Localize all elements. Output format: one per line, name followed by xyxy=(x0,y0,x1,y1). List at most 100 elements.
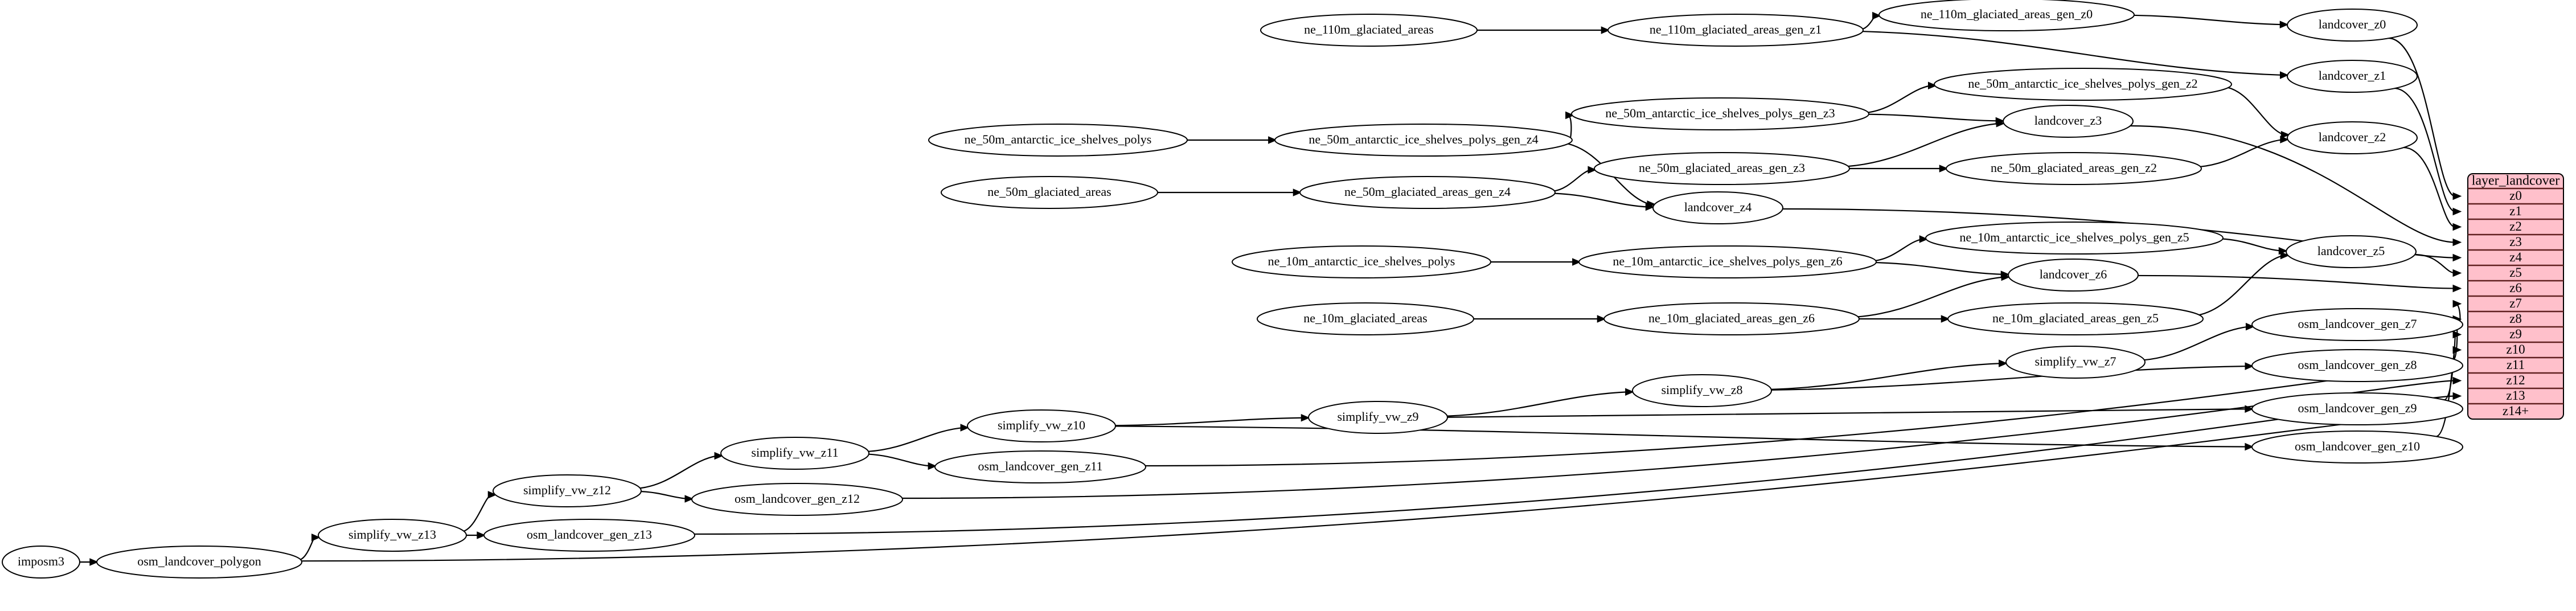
table-row-z14+[interactable]: z14+ xyxy=(2503,404,2529,418)
node-shape xyxy=(720,437,869,470)
node-ne_110m_glaciated_areas_gen_z1[interactable]: ne_110m_glaciated_areas_gen_z1 xyxy=(1607,14,1864,47)
edge-ne_50m_glaciated_areas-to-ne_50m_glaciated_areas_gen_z4 xyxy=(1156,188,1302,196)
table-row-z0[interactable]: z0 xyxy=(2509,188,2522,203)
node-simplify_vw_z13[interactable]: simplify_vw_z13 xyxy=(318,519,467,552)
node-ne_10m_antarctic_ice_shelves_polys[interactable]: ne_10m_antarctic_ice_shelves_polys xyxy=(1232,245,1491,278)
node-shape xyxy=(1308,401,1448,434)
edge-ne_110m_glaciated_areas_gen_z1-to-ne_110m_glaciated_areas_gen_z0 xyxy=(1861,11,1881,30)
node-shape xyxy=(318,519,467,552)
node-ne_50m_antarctic_ice_shelves_polys_gen_z3[interactable]: ne_50m_antarctic_ice_shelves_polys_gen_z… xyxy=(1571,97,1869,130)
node-shape xyxy=(1232,245,1491,278)
node-osm_landcover_gen_z10[interactable]: osm_landcover_gen_z10 xyxy=(2251,430,2463,464)
node-ne_10m_glaciated_areas_gen_z6[interactable]: ne_10m_glaciated_areas_gen_z6 xyxy=(1603,302,1860,335)
layer-landcover-table[interactable]: layer_landcoverz0z1z2z3z4z5z6z7z8z9z10z1… xyxy=(2467,173,2564,420)
node-simplify_vw_z9[interactable]: simplify_vw_z9 xyxy=(1308,401,1448,434)
node-label: osm_landcover_gen_z7 xyxy=(2298,317,2417,331)
node-landcover_z0[interactable]: landcover_z0 xyxy=(2287,9,2418,42)
table-row-z12[interactable]: z12 xyxy=(2506,373,2525,387)
edge-arrowhead-icon xyxy=(477,531,486,539)
table-row-z2[interactable]: z2 xyxy=(2509,219,2522,233)
edge-arrowhead-icon xyxy=(1996,119,2005,128)
edge-arrowhead-icon xyxy=(2452,223,2462,231)
node-osm_landcover_polygon[interactable]: osm_landcover_polygon xyxy=(96,546,302,579)
edge-landcover_z3-to-layer_landcover.z3 xyxy=(2130,125,2462,247)
node-simplify_vw_z11[interactable]: simplify_vw_z11 xyxy=(720,437,869,470)
edge-line xyxy=(640,490,688,500)
node-label: simplify_vw_z11 xyxy=(751,445,838,460)
node-ne_50m_antarctic_ice_shelves_polys_gen_z4[interactable]: ne_50m_antarctic_ice_shelves_polys_gen_z… xyxy=(1274,124,1573,157)
node-ne_50m_glaciated_areas[interactable]: ne_50m_glaciated_areas xyxy=(941,176,1158,209)
node-simplify_vw_z8[interactable]: simplify_vw_z8 xyxy=(1632,374,1772,407)
edge-line xyxy=(2137,274,2456,289)
node-simplify_vw_z10[interactable]: simplify_vw_z10 xyxy=(967,409,1116,442)
node-ne_50m_glaciated_areas_gen_z2[interactable]: ne_50m_glaciated_areas_gen_z2 xyxy=(1946,152,2202,185)
node-landcover_z1[interactable]: landcover_z1 xyxy=(2287,60,2418,93)
edge-arrowhead-icon xyxy=(2452,284,2462,293)
edge-line xyxy=(2221,238,2282,252)
table-row-z6[interactable]: z6 xyxy=(2509,281,2522,295)
edge-simplify_vw_z8-to-osm_landcover_gen_z8 xyxy=(1770,362,2254,391)
edge-line xyxy=(1874,238,1923,262)
table-row-z5[interactable]: z5 xyxy=(2509,265,2522,280)
node-ne_10m_antarctic_ice_shelves_polys_gen_z5[interactable]: ne_10m_antarctic_ice_shelves_polys_gen_z… xyxy=(1925,222,2224,255)
edge-ne_50m_antarctic_ice_shelves_polys_gen_z3-to-ne_50m_antarctic_ice_shelves_polys_gen_z2 xyxy=(1867,81,1937,113)
table-row-z3[interactable]: z3 xyxy=(2509,235,2522,249)
node-ne_110m_glaciated_areas[interactable]: ne_110m_glaciated_areas xyxy=(1260,14,1478,47)
node-ne_50m_antarctic_ice_shelves_polys[interactable]: ne_50m_antarctic_ice_shelves_polys xyxy=(928,124,1188,157)
node-shape xyxy=(1571,97,1869,130)
node-landcover_z4[interactable]: landcover_z4 xyxy=(1652,191,1783,224)
table-row-z8[interactable]: z8 xyxy=(2509,311,2522,326)
node-label: ne_110m_glaciated_areas xyxy=(1304,22,1434,36)
table-row-z13[interactable]: z13 xyxy=(2506,388,2525,403)
node-shape xyxy=(2287,121,2418,154)
node-simplify_vw_z12[interactable]: simplify_vw_z12 xyxy=(493,474,642,507)
node-osm_landcover_gen_z13[interactable]: osm_landcover_gen_z13 xyxy=(483,519,695,552)
node-ne_110m_glaciated_areas_gen_z0[interactable]: ne_110m_glaciated_areas_gen_z0 xyxy=(1878,0,2135,31)
node-ne_10m_glaciated_areas_gen_z5[interactable]: ne_10m_glaciated_areas_gen_z5 xyxy=(1947,302,2204,335)
node-landcover_z2[interactable]: landcover_z2 xyxy=(2287,121,2418,154)
node-label: landcover_z0 xyxy=(2319,17,2386,31)
edge-arrowhead-icon xyxy=(2452,192,2462,200)
table-row-z7[interactable]: z7 xyxy=(2509,296,2522,310)
table-row-z1[interactable]: z1 xyxy=(2509,204,2522,218)
node-shape xyxy=(1934,68,2232,101)
node-ne_10m_antarctic_ice_shelves_polys_gen_z6[interactable]: ne_10m_antarctic_ice_shelves_polys_gen_z… xyxy=(1578,245,1877,278)
table-row-z10[interactable]: z10 xyxy=(2506,342,2525,356)
node-shape xyxy=(1632,374,1772,407)
node-landcover_z6[interactable]: landcover_z6 xyxy=(2008,259,2139,292)
edge-arrowhead-icon xyxy=(1588,166,1597,174)
node-osm_landcover_gen_z11[interactable]: osm_landcover_gen_z11 xyxy=(934,450,1146,483)
node-label: osm_landcover_gen_z8 xyxy=(2298,358,2417,372)
table-row-z9[interactable]: z9 xyxy=(2509,327,2522,341)
edge-simplify_vw_z9-to-osm_landcover_gen_z9 xyxy=(1446,405,2254,418)
node-landcover_z5[interactable]: landcover_z5 xyxy=(2286,235,2417,268)
node-osm_landcover_gen_z12[interactable]: osm_landcover_gen_z12 xyxy=(691,483,903,516)
node-shape xyxy=(1946,152,2202,185)
node-shape xyxy=(691,483,903,516)
node-ne_50m_glaciated_areas_gen_z3[interactable]: ne_50m_glaciated_areas_gen_z3 xyxy=(1594,152,1850,185)
node-shape xyxy=(2251,392,2463,425)
node-label: osm_landcover_gen_z13 xyxy=(527,527,652,542)
node-shape xyxy=(941,176,1158,209)
node-ne_10m_glaciated_areas[interactable]: ne_10m_glaciated_areas xyxy=(1257,302,1474,335)
node-osm_landcover_gen_z7[interactable]: osm_landcover_gen_z7 xyxy=(2251,308,2463,341)
node-landcover_z3[interactable]: landcover_z3 xyxy=(2003,105,2134,138)
table-row-z4[interactable]: z4 xyxy=(2509,250,2522,264)
node-osm_landcover_gen_z9[interactable]: osm_landcover_gen_z9 xyxy=(2251,392,2463,425)
node-imposm3[interactable]: imposm3 xyxy=(2,546,80,579)
node-simplify_vw_z7[interactable]: simplify_vw_z7 xyxy=(2005,346,2146,379)
edge-ne_10m_antarctic_ice_shelves_polys-to-ne_10m_antarctic_ice_shelves_polys_gen_z6 xyxy=(1489,258,1581,266)
edge-arrowhead-icon xyxy=(2279,20,2289,28)
edge-arrowhead-icon xyxy=(1872,11,1881,20)
node-label: ne_10m_glaciated_areas xyxy=(1303,311,1427,325)
table-row-z11[interactable]: z11 xyxy=(2507,358,2525,372)
node-ne_50m_antarctic_ice_shelves_polys_gen_z2[interactable]: ne_50m_antarctic_ice_shelves_polys_gen_z… xyxy=(1934,68,2232,101)
node-osm_landcover_gen_z8[interactable]: osm_landcover_gen_z8 xyxy=(2251,349,2463,382)
edge-line xyxy=(1446,408,2248,418)
edge-ne_10m_antarctic_ice_shelves_polys_gen_z6-to-landcover_z6 xyxy=(1874,261,2010,278)
edge-arrowhead-icon xyxy=(2452,207,2462,216)
node-label: ne_50m_glaciated_areas_gen_z4 xyxy=(1344,184,1511,199)
node-ne_50m_glaciated_areas_gen_z4[interactable]: ne_50m_glaciated_areas_gen_z4 xyxy=(1299,176,1556,209)
node-label: simplify_vw_z8 xyxy=(1662,383,1743,397)
